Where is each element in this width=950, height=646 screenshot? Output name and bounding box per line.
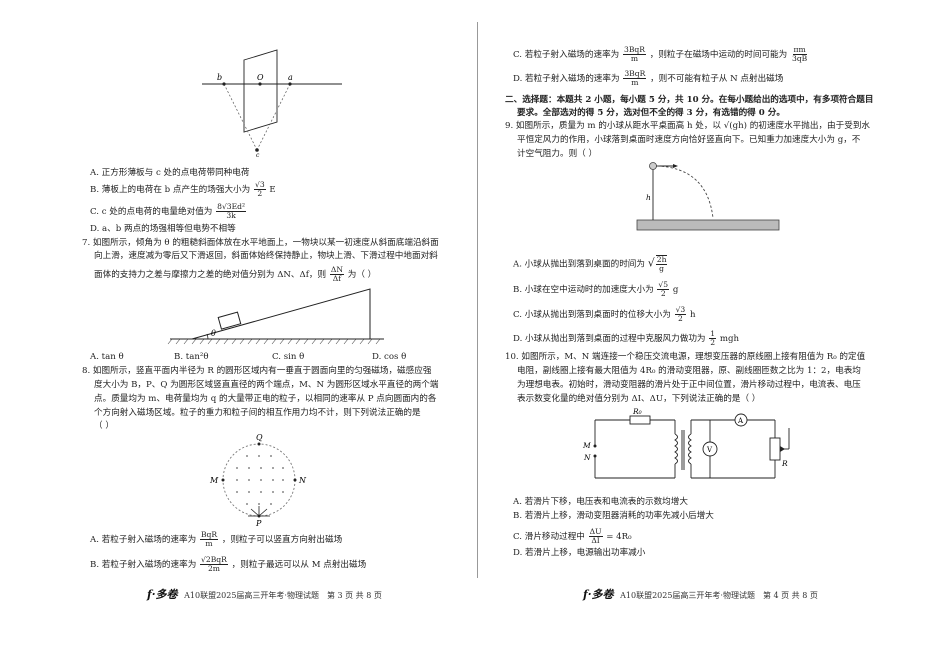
q9-projectile-figure: h: [636, 162, 780, 231]
q10-label-m: M: [582, 441, 591, 450]
q10-transformer-circuit: M N R₀ A V R: [582, 408, 790, 479]
right-footer: f·多卷 A10联盟2025届高三开年考·物理试题 第 4 页 共 8 页: [583, 588, 818, 603]
q10-stem-line1: 10. 如图所示，M、N 端连接一个稳压交流电源，理想变压器的原线圈上接有阻值为…: [505, 352, 866, 362]
left-page: b O a c A. 正方形薄板与 c 处的点电荷带同种电荷 B. 薄板上的电荷…: [82, 0, 472, 646]
section-2-header-line2: 要求。全部选对的得 5 分，选对但不全的得 3 分，有选错的得 0 分。: [517, 108, 785, 118]
q6-option-a: A. 正方形薄板与 c 处的点电荷带同种电荷: [90, 168, 250, 178]
q8-label-m: M: [209, 476, 219, 485]
q10-option-b: B. 若滑片上移，滑动变阻器消耗的功率先减小后增大: [513, 511, 714, 521]
q6-figure: b O a c: [202, 49, 342, 157]
left-footer-text: A10联盟2025届高三开年考·物理试题 第 3 页 共 8 页: [184, 591, 382, 600]
q10-label-voltmeter: V: [706, 446, 713, 454]
fig6-label-c: c: [256, 152, 260, 157]
section-2-header-line1: 二、选择题：本题共 2 小题，每小题 5 分，共 10 分。在每小题给出的选项中…: [505, 95, 874, 105]
q7-stem-line1: 7. 如图所示，倾角为 θ 的粗糙斜面体放在水平地面上，一物块以某一初速度从斜面…: [82, 238, 439, 248]
q6-option-d: D. a、b 两点的场强相等但电势不相等: [90, 224, 236, 234]
q8-stem-line4: 个方向射入磁场区域。粒子的重力和粒子间的相互作用力均不计，则下列说法正确的是: [94, 408, 421, 418]
fig6-label-a: a: [288, 73, 293, 82]
left-footer: f·多卷 A10联盟2025届高三开年考·物理试题 第 3 页 共 8 页: [147, 588, 382, 603]
q7-option-b: B. tan²θ: [174, 352, 209, 362]
q9-stem-line1: 9. 如图所示，质量为 m 的小球从距水平桌面高 h 处，以 √(gh) 的初速…: [505, 121, 871, 131]
q10-stem-line4: 表示数变化量的绝对值分别为 ΔI、ΔU，下列说法正确的是（ ）: [517, 394, 761, 404]
q8-stem-line1: 8. 如图所示，竖直平面内半径为 R 的圆形区域内有一垂直于圆面向里的匀强磁场，…: [82, 366, 432, 376]
q10-stem-line2: 电阻，副线圈上接有最大阻值为 4R₀ 的滑动变阻器，原、副线圈匝数之比为 1：2…: [517, 366, 861, 376]
q10-label-r: R: [781, 459, 788, 468]
q9-h-label: h: [646, 193, 651, 202]
q8-stem-line5: （ ）: [94, 421, 114, 431]
page-divider: [477, 22, 478, 578]
q8-stem-line2: 度大小为 B，P、Q 为圆形区域竖直直径的两个端点，M、N 为圆形区域水平直径的…: [94, 380, 439, 390]
q10-stem-line3: 为理想电表。初始时，滑动变阻器的滑片处于正中间位置，滑片移动过程中，电流表、电压: [517, 380, 861, 390]
exam-logo: f·多卷: [147, 588, 178, 601]
q8-label-n: N: [298, 476, 307, 485]
q7-option-a: A. tan θ: [90, 352, 124, 362]
right-footer-text: A10联盟2025届高三开年考·物理试题 第 4 页 共 8 页: [620, 591, 818, 600]
q8-label-q: Q: [256, 433, 263, 442]
q10-option-d: D. 若滑片上移，电源输出功率减小: [513, 548, 646, 558]
q8-label-p: P: [255, 519, 262, 527]
q10-label-r0: R₀: [632, 408, 642, 416]
q10-option-a: A. 若滑片下移，电压表和电流表的示数均增大: [513, 497, 688, 507]
q7-option-d: D. cos θ: [372, 352, 407, 362]
q9-stem-line3: 计空气阻力。则（ ）: [517, 149, 598, 159]
q9-stem-line2: 平恒定风力的作用，小球落到桌面时速度方向恰好竖直向下。已知重力加速度大小为 g，…: [517, 135, 861, 145]
q7-option-c: C. sin θ: [272, 352, 305, 362]
fig6-label-o: O: [257, 73, 264, 82]
q8-magnetic-field-figure: Q M N P: [209, 433, 307, 527]
q10-label-n: N: [583, 453, 591, 462]
q7-theta-label: θ: [211, 329, 216, 338]
q7-incline-figure: θ: [167, 288, 384, 345]
q7-stem-line2: 向上滑，速度减为零后又下滑返回，斜面体始终保持静止，物块上滑、下滑过程中地面对斜: [94, 251, 438, 261]
fig6-label-b: b: [217, 73, 222, 82]
exam-logo: f·多卷: [583, 588, 614, 601]
q8-stem-line3: 点。质量均为 m、电荷量均为 q 的大量带正电的粒子，以相同的速率从 P 点向圆…: [94, 394, 437, 404]
q10-label-ammeter: A: [737, 417, 744, 425]
